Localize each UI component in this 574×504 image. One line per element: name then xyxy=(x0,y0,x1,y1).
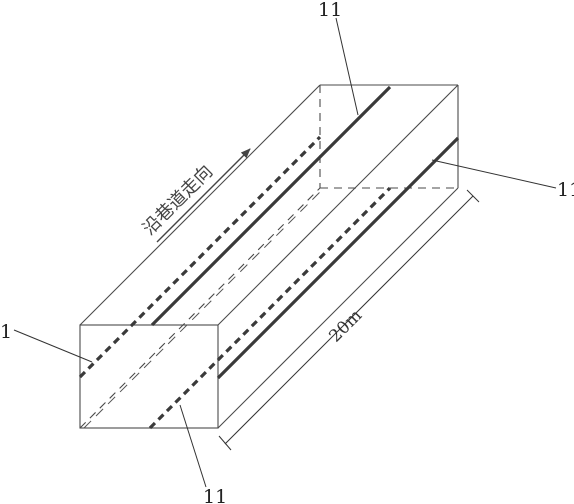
label-bottom: 11 xyxy=(203,486,227,504)
beam-lines xyxy=(78,85,460,430)
label-top: 11 xyxy=(318,0,342,21)
box-outline xyxy=(79,84,459,429)
bottom-right-long-edge xyxy=(217,187,459,429)
top-left-long-edge xyxy=(79,84,321,326)
leader-top xyxy=(335,17,359,116)
front-face xyxy=(79,324,219,429)
label-right: 11 xyxy=(557,179,574,201)
leader-left xyxy=(13,329,93,363)
dimension-label: 20m xyxy=(325,306,366,347)
leader-bottom xyxy=(179,404,207,488)
dim-tick-end xyxy=(466,189,480,203)
beam-left-dashed xyxy=(78,135,322,379)
beam-right-solid xyxy=(216,136,460,380)
center-line-lower xyxy=(83,187,325,429)
direction-indicator: 沿巷道走向 xyxy=(139,148,251,243)
beam-top-solid xyxy=(150,85,392,327)
center-lines xyxy=(83,137,459,429)
direction-arrow xyxy=(156,148,251,243)
hidden-edges xyxy=(79,85,458,429)
top-right-long-edge xyxy=(217,84,459,326)
beam-bottom-dashed xyxy=(148,186,392,430)
label-left: 1 xyxy=(0,321,12,343)
bottom-left-hidden-edge xyxy=(79,187,321,429)
leader-right xyxy=(431,159,557,189)
dim-tick-start xyxy=(218,435,232,451)
dim-line xyxy=(224,195,474,445)
